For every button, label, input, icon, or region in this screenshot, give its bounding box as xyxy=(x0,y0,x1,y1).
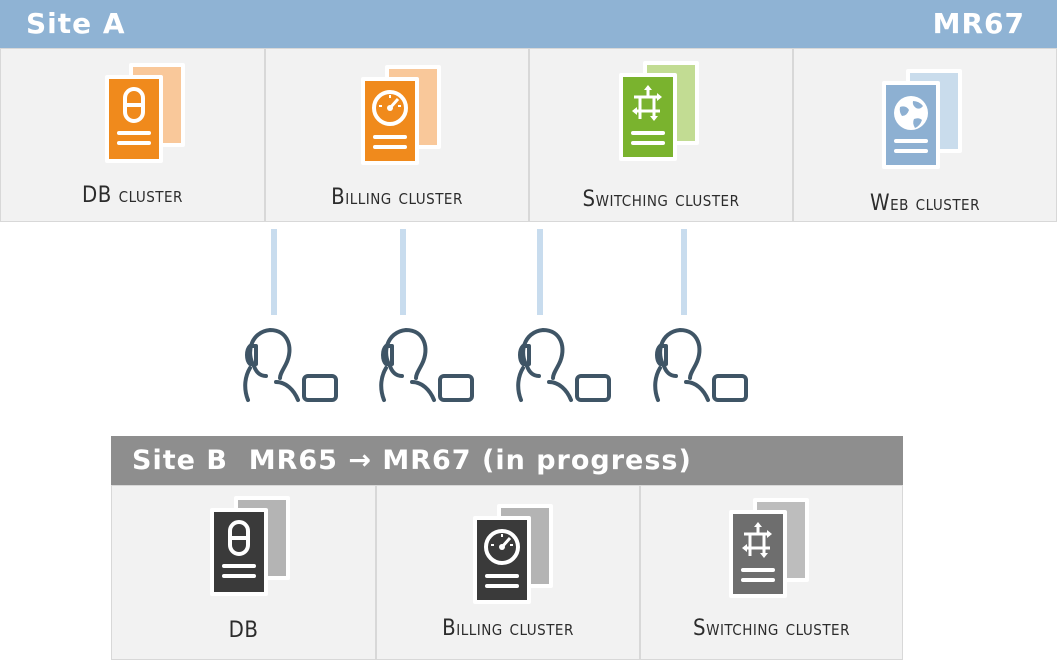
site-b-header xyxy=(111,436,903,485)
connector-line xyxy=(537,229,543,315)
db-label: DB xyxy=(228,618,259,643)
site-b-billing-cluster-panel: Billing cluster xyxy=(376,485,640,660)
site-a-billing-cluster-panel: Billing cluster xyxy=(265,48,529,222)
billing-cluster-label: Billing cluster xyxy=(331,185,463,210)
db-icon xyxy=(210,496,290,596)
web-cluster-label: Web cluster xyxy=(870,191,980,216)
globe-icon xyxy=(882,69,962,169)
gauge-icon xyxy=(473,504,553,604)
operator-headset-icon xyxy=(379,328,474,402)
db-cluster-label: DB cluster xyxy=(82,183,183,208)
site-a-header xyxy=(0,0,1057,48)
site-a-title: Site A xyxy=(26,7,126,40)
connector-line xyxy=(271,229,277,315)
site-b-switching-cluster-panel: Switching cluster xyxy=(640,485,903,660)
gauge-icon xyxy=(361,65,441,165)
operator-headset-icon xyxy=(243,328,338,402)
site-a-db-cluster-panel: DB cluster xyxy=(0,48,265,222)
db-icon xyxy=(105,63,185,163)
switching-cluster-label: Switching cluster xyxy=(582,187,740,212)
site-a-web-cluster-panel: Web cluster xyxy=(793,48,1057,222)
operator-headset-icon xyxy=(516,328,611,402)
site-a-version: MR67 xyxy=(932,7,1025,40)
switch-arrows-icon xyxy=(729,498,809,598)
switching-cluster-label: Switching cluster xyxy=(693,616,850,641)
site-a-switching-cluster-panel: Switching cluster xyxy=(529,48,793,222)
billing-cluster-label: Billing cluster xyxy=(442,616,574,641)
site-b-db-panel: DB xyxy=(111,485,376,660)
site-b-title: Site B MR65 → MR67 (in progress) xyxy=(132,445,692,476)
switch-arrows-icon xyxy=(619,61,699,161)
connector-line xyxy=(681,229,687,315)
operator-headset-icon xyxy=(653,328,748,402)
connector-line xyxy=(400,229,406,315)
